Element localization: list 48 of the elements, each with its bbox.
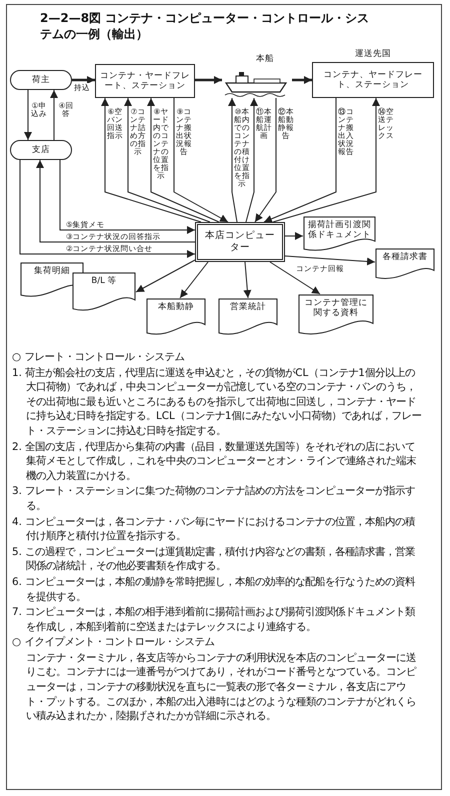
body-paragraph: 6. コンピューターは，本船の動静を常時把握し，本船の効率的な配船を行なうための資料を提供する。 (12, 574, 416, 604)
body-paragraph: コンテナ・ターミナル，各支店等からコンテナの利用状況を本店のコンピューターに送りこむ。コンテナには一連番号がつけてあり，それがコード番号となつている。コンピューターは，コンテナの移動状況を直ちに一覧表の形で各ターミナル，各支店にアウト・プットする。このほか，本船の出入港時にはどのような種類のコンテナがどれくらい積み込まれたか，陸揚げされたかが詳細に示される。 (25, 650, 418, 724)
document-title: 各種請求書 (382, 252, 428, 262)
section-heading: ○ イクイプメント・コントロール・システム (12, 635, 216, 650)
terminator-box: 支店 (10, 140, 72, 160)
arrow (124, 98, 210, 222)
arrow (264, 98, 336, 223)
arrow (195, 76, 222, 84)
arrow (101, 98, 202, 222)
arrow (174, 98, 228, 222)
body-paragraph: 5. この過程で，コンピューターは運賃勘定書，積付け内容などの書類，各種請求書，営業関係の諸統計，その他必要書類を作成する。 (12, 544, 416, 574)
document-title: 揚荷計画引渡関係ドキュメント (307, 220, 372, 240)
arrow (60, 160, 196, 234)
arrow (20, 160, 196, 258)
arrow (284, 232, 304, 240)
arrow (292, 76, 312, 84)
process-box: コンテナ・ヤードフレート、ステーション (95, 64, 195, 98)
document-title: 本船動静 (157, 302, 195, 312)
arrow (272, 98, 380, 222)
arrow (136, 260, 196, 292)
arrow (270, 262, 320, 294)
body-paragraph: 7. コンピューターは，本船の相手港到着前に揚荷計画および揚荷引渡関係ドキュメント類を作成し，本船到着前に空送またはテレックスにより連絡する。 (12, 605, 416, 634)
arrow (72, 76, 95, 84)
section-heading: ○ フレート・コントロール・システム (12, 350, 186, 365)
document-title: 集荷明細 (33, 266, 71, 276)
arrow (147, 98, 220, 222)
document-title: B/L 等 (90, 276, 118, 286)
arrow (254, 98, 276, 222)
arrow (180, 262, 208, 298)
figure-title: 2—2—8図 コンテナ・コンピューター・コントロール・システムの一例（輸出） (40, 10, 370, 42)
body-paragraph: 4. コンピューターは，各コンテナ・バン毎にヤードにおけるコンテナの位置，本船内の積付け順序と積付け位置を指示する。 (12, 514, 416, 544)
node-label: 本船 (256, 54, 274, 64)
arrow (24, 90, 32, 140)
arrow (36, 160, 196, 242)
arrow (246, 98, 258, 222)
node-heading: 運送先国 (354, 48, 392, 60)
arrow (228, 98, 238, 222)
body-paragraph: 3. フレート・ステーションに集つた荷物のコンテナ詰めの方法をコンピューターが指示する。 (12, 484, 416, 514)
document-title: コンテナ管理に関する資料 (304, 298, 368, 318)
computer-box: 本店コンピューター (195, 222, 285, 262)
body-paragraph: 1. 荷主が船会社の支店，代理店に運送を申込むと，その貨物がCL（コンテナ1個分以上の大口荷物）であれば，中央コンピューターが記憶している空のコンテナ・バンのうち，その出荷地に最も近いところにあるものを指示して出荷地に回送し，コンテナ・ヤードに持ち込む日時を指定する。LCL（コンテナ1個にみたない小口荷物）であれば，フレート・ステーションに持込む日時を指定する。 (12, 366, 422, 439)
body-paragraph: 2. 全国の支店，代理店から集荷の内書（品目，数量運送先国等）をそれぞれの店において集荷メモとして作成し，これを中央のコンピューターとオン・ラインで連絡された端末機の入力装置にかける。 (12, 440, 417, 484)
arrow (243, 262, 252, 298)
document-title: 営業統計 (229, 302, 267, 312)
terminator-box: 荷主 (10, 70, 72, 90)
arrow (50, 90, 58, 140)
process-box: コンテナ、ヤードフレート、ステーション (312, 62, 434, 98)
arrow (284, 256, 376, 266)
